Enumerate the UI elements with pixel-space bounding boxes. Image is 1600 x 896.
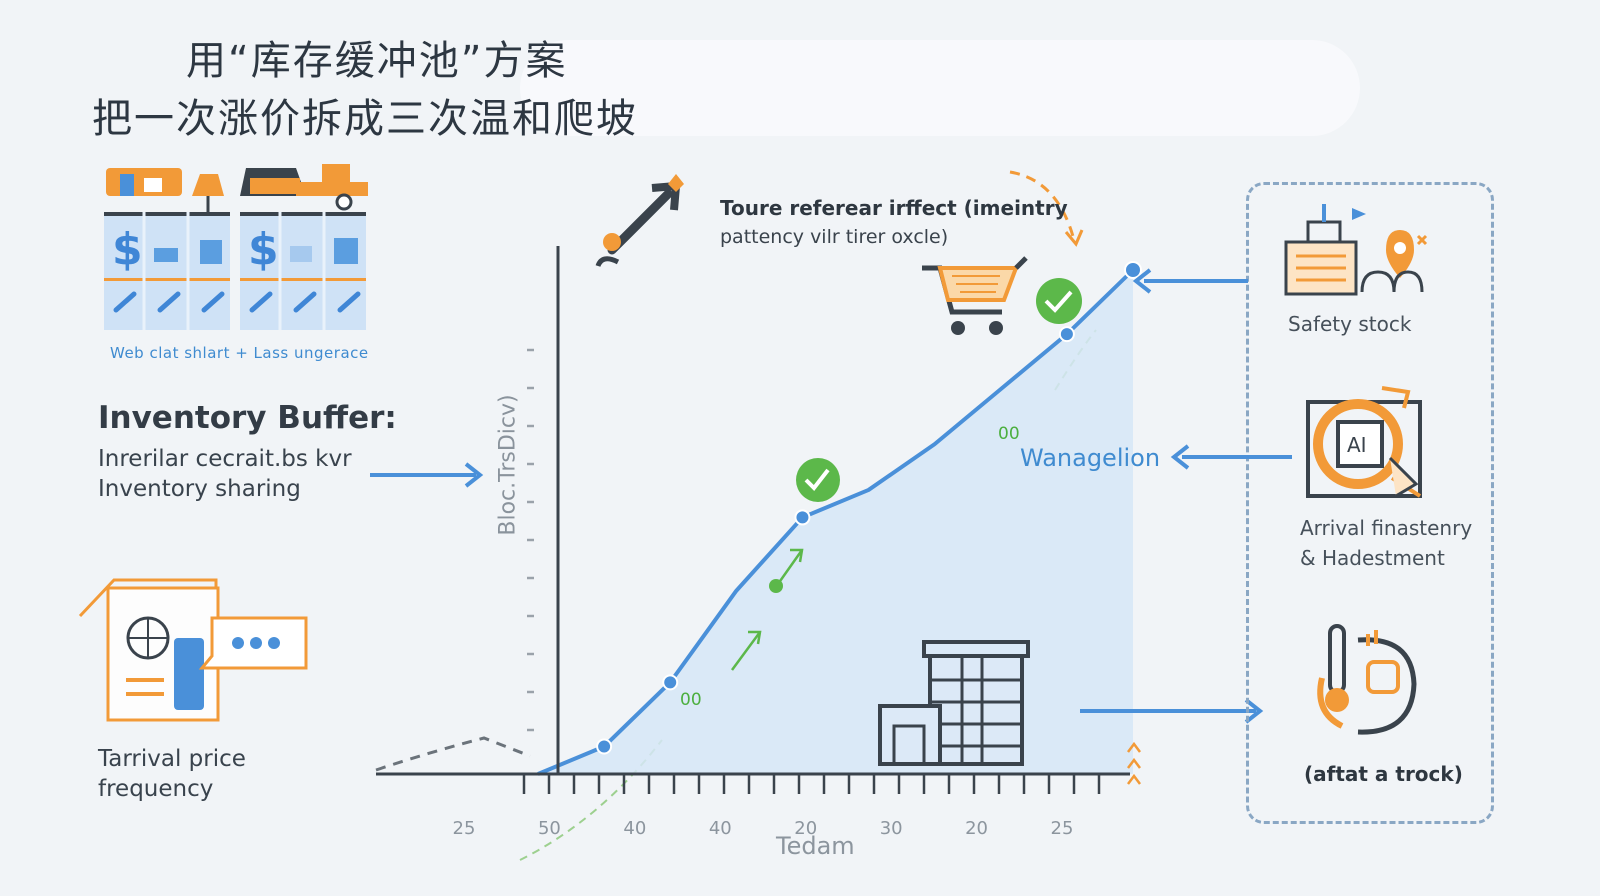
x-tick-label-5: 20 <box>794 818 817 839</box>
x-axis-title: Tedam <box>776 832 855 860</box>
dollar-icon: $ <box>112 224 143 275</box>
headline-line-2: 把一次涨价拆成三次温和爬坡 <box>92 96 638 142</box>
orange-curved-arrow <box>1009 170 1076 241</box>
right-item-2-label-1: Arrival finastenry <box>1300 516 1473 540</box>
dashed-prior-trend <box>375 736 531 772</box>
x-tick-label-8: 25 <box>1051 818 1074 839</box>
left-heading: Inventory Buffer: <box>98 400 397 436</box>
rocket-icon <box>595 174 684 267</box>
right-panel <box>1246 182 1494 824</box>
orange-up-marks <box>1127 741 1141 785</box>
right-arrow-2 <box>1170 444 1292 470</box>
bottom-right-arrow <box>1080 698 1264 724</box>
green-dot <box>769 579 783 593</box>
x-tick-labels: 25 50 40 40 20 30 20 25 <box>453 818 1074 839</box>
shop-left <box>104 168 230 330</box>
series-area <box>538 270 1133 774</box>
annotation-blue: Wanagelion <box>1020 444 1161 472</box>
document-icon <box>78 578 308 722</box>
x-tick-label-3: 40 <box>623 818 646 839</box>
annotation-green-2: 00 <box>998 424 1020 444</box>
bottom-left-label-1: Tarrival price <box>98 746 246 772</box>
callout-title: Toure referear irffect (imeintry <box>720 196 1068 220</box>
headline-line-1: 用“库存缓冲池”方案 <box>186 38 568 84</box>
series-marker-5 <box>1124 261 1142 279</box>
y-axis-title: Bloc.TrsDicv) <box>495 394 521 536</box>
callout-subtitle: pattency vilr tirer oxcle) <box>720 226 949 248</box>
series-line <box>537 268 1135 776</box>
left-line-1: Inrerilar cecrait.bs kvr <box>98 446 352 472</box>
shop-icon-caption: Web clat shlart + Lass ungerace <box>110 344 369 362</box>
dollar-icon-2: $ <box>248 224 279 275</box>
x-tick-label-6: 30 <box>880 818 903 839</box>
check-badge-icon-2 <box>1036 278 1082 324</box>
check-badge-icon <box>796 458 840 502</box>
x-tick-label-4: 40 <box>709 818 732 839</box>
x-tick-label-1: 25 <box>453 818 476 839</box>
ai-chip-icon: AI <box>1306 386 1422 498</box>
safety-stock-icon <box>1284 204 1428 296</box>
shop-right <box>240 164 368 330</box>
left-line-2: Inventory sharing <box>98 476 301 502</box>
series-marker-4 <box>1058 326 1075 343</box>
green-dashed-guide <box>519 329 1097 861</box>
right-item-2-label-2: & Hadestment <box>1300 546 1445 570</box>
right-arrow-1 <box>1132 268 1248 294</box>
right-item-1-label: Safety stock <box>1288 312 1412 336</box>
green-arrow-1 <box>730 630 762 671</box>
area-layer <box>537 261 1142 776</box>
warehouse-icon <box>878 640 1030 766</box>
shop-icon: $ $ <box>104 164 368 330</box>
chat-bubble-icon <box>198 616 308 670</box>
x-tick-label-2: 50 <box>538 818 561 839</box>
right-item-3-label: (aftat a trock) <box>1304 762 1463 786</box>
svg-text:AI: AI <box>1347 433 1367 457</box>
series-marker-2 <box>662 674 679 691</box>
title-band <box>520 40 1360 136</box>
green-arrow-2 <box>776 548 804 585</box>
x-axis-ticks <box>522 774 1101 794</box>
temperature-icon <box>1317 624 1417 735</box>
cart-icon <box>922 256 1028 335</box>
y-axis-ticks <box>527 348 534 732</box>
annotation-green-1: 00 <box>680 690 702 710</box>
bottom-left-label-2: frequency <box>98 776 214 802</box>
x-tick-label-7: 20 <box>965 818 988 839</box>
left-arrow <box>370 462 484 488</box>
series-marker-3 <box>794 509 811 526</box>
series-marker-1 <box>596 738 613 755</box>
